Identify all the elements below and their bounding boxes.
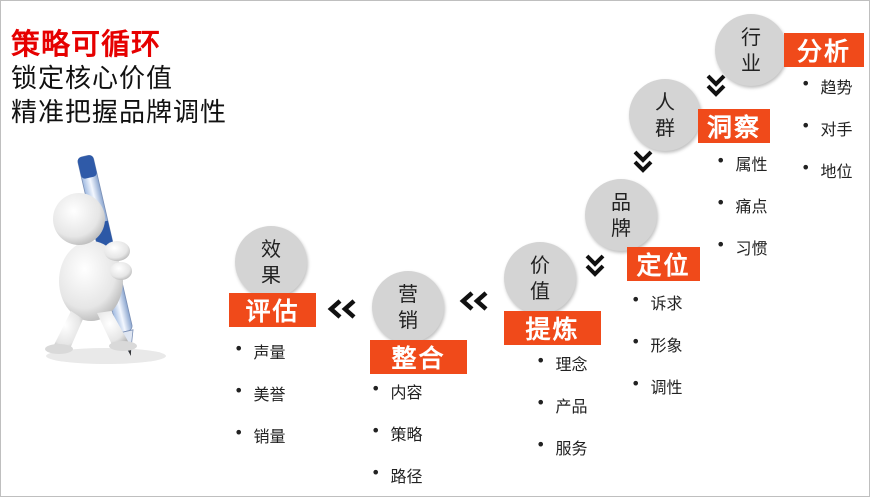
pen-figure-icon <box>45 155 166 364</box>
bullets-industry: •趋势 •对手 •地位 <box>801 74 852 200</box>
circle-value: 价 值 <box>504 242 576 314</box>
circle-brand-char1: 品 <box>611 190 631 214</box>
bullets-brand: •诉求 •形象 •调性 <box>631 290 682 416</box>
list-item: •理念 <box>536 351 588 374</box>
list-item: •路径 <box>371 463 423 486</box>
circle-value-char1: 价 <box>530 253 550 277</box>
circle-industry-char2: 业 <box>741 51 761 75</box>
list-item: •趋势 <box>801 74 853 97</box>
label-positioning: 定位 <box>627 247 700 281</box>
list-item: •调性 <box>631 374 683 397</box>
list-item: •美誉 <box>234 381 286 404</box>
title-line3: 精准把握品牌调性 <box>11 98 228 128</box>
chevron-down-icon <box>633 150 653 173</box>
chevron-left-icon <box>459 291 488 311</box>
list-item: •内容 <box>371 379 423 402</box>
list-item: •形象 <box>631 332 683 355</box>
circle-value-char2: 值 <box>530 279 550 303</box>
circle-industry: 行 业 <box>715 14 787 86</box>
bullets-people: •属性 •痛点 •习惯 <box>716 151 767 277</box>
circle-effect: 效 果 <box>235 226 307 298</box>
circle-industry-char1: 行 <box>741 25 761 49</box>
label-insight: 洞察 <box>698 109 770 143</box>
circle-people-char1: 人 <box>655 90 675 114</box>
list-item: •声量 <box>234 339 286 362</box>
chevron-down-icon <box>585 254 605 277</box>
circle-brand: 品 牌 <box>585 179 657 251</box>
list-item: •策略 <box>371 421 423 444</box>
list-item: •属性 <box>716 151 768 174</box>
list-item: •对手 <box>801 116 853 139</box>
bullets-effect: •声量 •美誉 •销量 <box>234 339 285 465</box>
circle-brand-char2: 牌 <box>611 216 631 240</box>
list-item: •地位 <box>801 158 853 181</box>
label-integrate: 整合 <box>370 340 467 374</box>
list-item: •习惯 <box>716 235 768 258</box>
chevron-down-icon <box>706 74 726 97</box>
list-item: •销量 <box>234 423 286 446</box>
label-analysis: 分析 <box>784 33 864 67</box>
title-main: 策略可循环 <box>11 27 162 61</box>
circle-effect-char1: 效 <box>261 237 281 261</box>
circle-marketing-char2: 销 <box>398 308 418 332</box>
bullets-value: •理念 •产品 •服务 <box>536 351 587 477</box>
circle-people: 人 群 <box>629 79 701 151</box>
bullets-marketing: •内容 •策略 •路径 <box>371 379 422 497</box>
label-refine: 提炼 <box>504 311 601 345</box>
list-item: •服务 <box>536 435 588 458</box>
list-item: •产品 <box>536 393 588 416</box>
list-item: •诉求 <box>631 290 683 313</box>
circle-marketing: 营 销 <box>372 271 444 343</box>
circle-marketing-char1: 营 <box>398 282 418 306</box>
circle-people-char2: 群 <box>655 116 675 140</box>
list-item: •痛点 <box>716 193 768 216</box>
chevron-left-icon <box>327 299 356 319</box>
circle-effect-char2: 果 <box>261 263 281 287</box>
label-evaluate: 评估 <box>229 293 316 327</box>
title-line2: 锁定核心价值 <box>11 64 174 94</box>
